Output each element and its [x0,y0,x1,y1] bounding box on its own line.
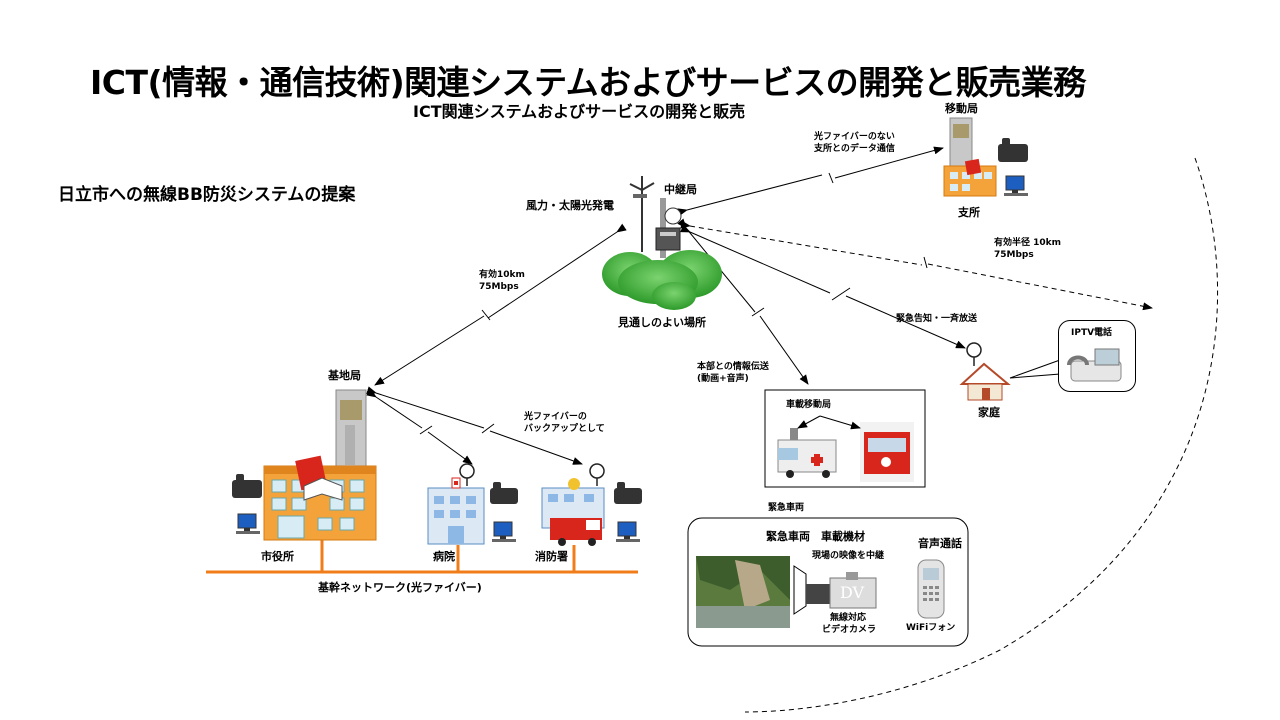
relay-video-label: 現場の映像を中継 [812,551,885,561]
vehicle-station-label: 車載移動局 [786,400,832,410]
iptv-callout: IPTV電話 [1058,320,1136,392]
range-label-line1: 有効半径 10km [994,238,1062,248]
link-relay-base [374,223,627,386]
mobile-station-tower-icon [949,117,973,175]
no-fiber-label-line2: 支所とのデータ通信 [814,144,895,154]
home-label: 家庭 [978,406,1000,419]
mobile-station-label: 移動局 [945,102,978,115]
link-relay-range [680,220,1153,311]
range-label-line2: 75Mbps [994,250,1034,260]
computer-icon-fire [616,521,640,542]
power-label: 風力・太陽光発電 [526,199,614,212]
landslide-photo [696,556,790,628]
computer-icon-city-hall [236,513,260,534]
desk-phone-icon-fire [614,482,642,504]
coverage-arc [744,157,1219,713]
branch-building-icon [943,158,997,197]
iptv-callout-tail [1009,359,1061,379]
video-camera-icon [793,565,877,615]
link-relay-home [680,224,966,349]
iptv-phone-icon [1067,348,1122,382]
page-title: ICT(情報・通信技術)関連システムおよびサービスの開発と販売業務 [90,63,1086,102]
no-fiber-label-line1: 光ファイバーのない [814,132,895,142]
camera-label-line2: ビデオカメラ [822,625,877,635]
base-station-tower-icon [335,389,367,469]
emergency-vehicle-label: 緊急車両 [768,503,805,513]
wifi-node-icon-fire [589,463,605,486]
voice-call-label: 音声通話 [918,537,962,550]
hospital-label: 病院 [433,550,455,563]
hq-transfer-label-line1: 本部との情報伝送 [697,362,769,372]
fire-command-vehicle-icon [860,422,914,482]
hospital-building-icon [427,477,485,545]
desk-phone-icon-hospital [490,482,518,504]
proposal-heading: 日立市への無線BB防災システムの提案 [58,185,356,205]
fire-truck-icon [550,518,602,546]
link-base-fire [366,386,583,465]
dv-mark: DV [840,583,865,602]
backup-label-line2: バックアップとして [524,424,605,434]
wifi-phone-label: WiFiフォン [906,623,956,633]
base-station-label: 基地局 [328,369,361,382]
backbone-network [206,540,638,574]
link-base-hospital [366,388,473,465]
camera-label-line1: 無線対応 [830,613,867,623]
desk-phone-icon-city-hall [232,474,262,498]
link-relay-branch [677,146,944,217]
wifi-phone-icon [917,559,945,619]
vehicle-link-arrows [797,415,861,430]
good-view-label: 見通しのよい場所 [618,316,706,329]
hill-icon [602,250,722,310]
wifi-node-icon-home [966,342,982,366]
equipment-header: 緊急車両 車載機材 [766,530,865,543]
fire-station-label: 消防署 [535,550,568,563]
page-subtitle: ICT関連システムおよびサービスの開発と販売 [413,102,746,121]
house-icon [959,362,1011,401]
desk-phone-icon-branch [998,138,1028,162]
base-range-label-line2: 75Mbps [479,282,519,292]
backup-label-line1: 光ファイバーの [524,412,587,422]
relay-tower-icon [655,198,682,258]
backbone-label: 基幹ネットワーク(光ファイバー) [318,581,482,594]
iptv-label: IPTV電話 [1071,328,1113,338]
base-range-label-line1: 有効10km [479,270,525,280]
ambulance-icon [777,428,837,478]
alert-broadcast-label: 緊急告知・一斉放送 [896,314,978,324]
hq-transfer-label-line2: (動画+音声) [697,374,749,384]
computer-icon-hospital [492,521,516,542]
wind-turbine-icon [629,176,655,252]
computer-icon-branch [1004,175,1028,196]
wifi-node-icon-hospital [459,463,475,486]
book-icon [295,455,343,501]
city-hall-label: 市役所 [261,550,294,563]
relay-station-label: 中継局 [664,183,697,196]
branch-label: 支所 [958,206,980,219]
